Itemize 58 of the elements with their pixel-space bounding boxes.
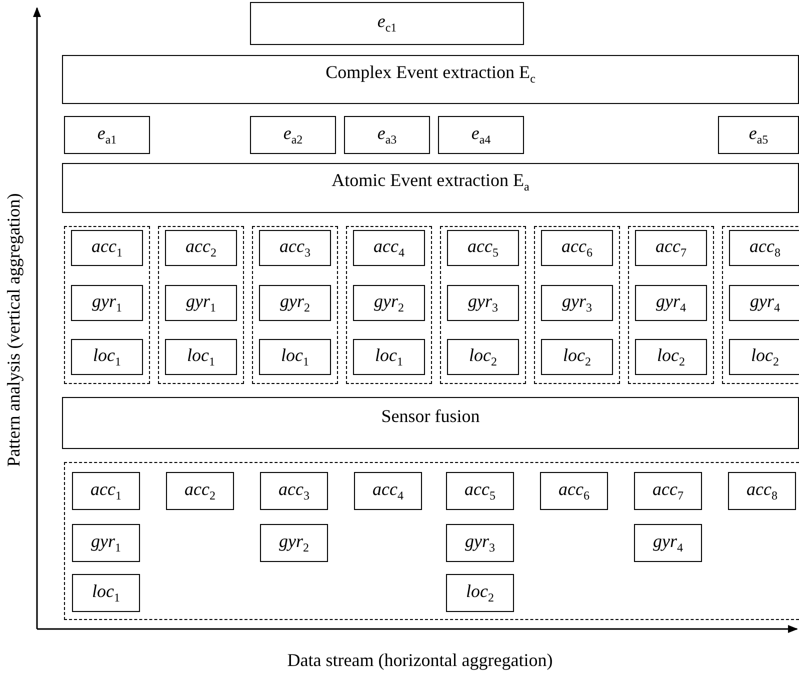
- dashed-group-frame: [722, 226, 799, 384]
- sensor-box: acc$_{7}$: [635, 230, 707, 266]
- dashed-group-frame: [64, 462, 799, 620]
- sensor-box: loc$_{2}$: [635, 339, 707, 375]
- dashed-group-frame: [440, 226, 526, 384]
- sensor-box: acc$_{3}$: [259, 230, 331, 266]
- x-axis-label: Data stream (horizontal aggregation): [287, 650, 553, 671]
- sensor-box: gyr$_{2}$: [259, 285, 331, 321]
- sensor-box: acc$_{8}$: [728, 472, 796, 510]
- sensor-box: gyr$_{3}$: [541, 285, 613, 321]
- sensor-box: acc$_{4}$: [354, 472, 422, 510]
- sensor-box: acc$_{7}$: [634, 472, 702, 510]
- sensor-box: gyr$_{4}$: [634, 524, 702, 562]
- sensor-box: acc$_{3}$: [260, 472, 328, 510]
- sensor-box: acc$_{6}$: [540, 472, 608, 510]
- sensor-box: acc$_{6}$: [541, 230, 613, 266]
- dashed-group-frame: [252, 226, 338, 384]
- sensor-box: loc$_{2}$: [447, 339, 519, 375]
- y-axis-label: Pattern analysis (vertical aggregation): [4, 193, 24, 467]
- sensor-box: gyr$_{4}$: [729, 285, 799, 321]
- dashed-group-frame: [64, 226, 150, 384]
- sensor-box: gyr$_{2}$: [353, 285, 425, 321]
- event-box: e$_{a5}$: [718, 116, 799, 154]
- extraction-layer-bar: Atomic Event extraction E$_{a}$: [62, 163, 799, 213]
- sensor-box: loc$_{2}$: [729, 339, 799, 375]
- sensor-box: acc$_{2}$: [165, 230, 237, 266]
- sensor-box: acc$_{1}$: [72, 472, 140, 510]
- event-box: e$_{a2}$: [250, 116, 336, 154]
- sensor-box: loc$_{1}$: [72, 574, 140, 612]
- event-box: e$_{a1}$: [64, 116, 150, 154]
- sensor-box: loc$_{1}$: [353, 339, 425, 375]
- sensor-box: acc$_{5}$: [447, 230, 519, 266]
- sensor-box: loc$_{2}$: [446, 574, 514, 612]
- sensor-box: gyr$_{3}$: [446, 524, 514, 562]
- sensor-box: acc$_{4}$: [353, 230, 425, 266]
- sensor-box: acc$_{8}$: [729, 230, 799, 266]
- sensor-box: loc$_{1}$: [165, 339, 237, 375]
- extraction-layer-bar: Complex Event extraction E$_{c}$: [62, 55, 799, 104]
- event-box: e$_{c1}$: [250, 2, 524, 45]
- sensor-box: loc$_{1}$: [71, 339, 143, 375]
- dashed-group-frame: [628, 226, 714, 384]
- sensor-box: loc$_{1}$: [259, 339, 331, 375]
- sensor-box: gyr$_{1}$: [71, 285, 143, 321]
- dashed-group-frame: [346, 226, 432, 384]
- dashed-group-frame: [534, 226, 620, 384]
- extraction-layer-bar: Sensor fusion: [62, 397, 799, 449]
- sensor-box: loc$_{2}$: [541, 339, 613, 375]
- sensor-box: gyr$_{4}$: [635, 285, 707, 321]
- dashed-group-frame: [158, 226, 244, 384]
- sensor-box: gyr$_{3}$: [447, 285, 519, 321]
- event-box: e$_{a4}$: [438, 116, 524, 154]
- sensor-box: gyr$_{1}$: [165, 285, 237, 321]
- sensor-box: acc$_{5}$: [446, 472, 514, 510]
- sensor-box: gyr$_{2}$: [260, 524, 328, 562]
- event-box: e$_{a3}$: [344, 116, 430, 154]
- sensor-box: acc$_{1}$: [71, 230, 143, 266]
- sensor-box: gyr$_{1}$: [72, 524, 140, 562]
- sensor-box: acc$_{2}$: [166, 472, 234, 510]
